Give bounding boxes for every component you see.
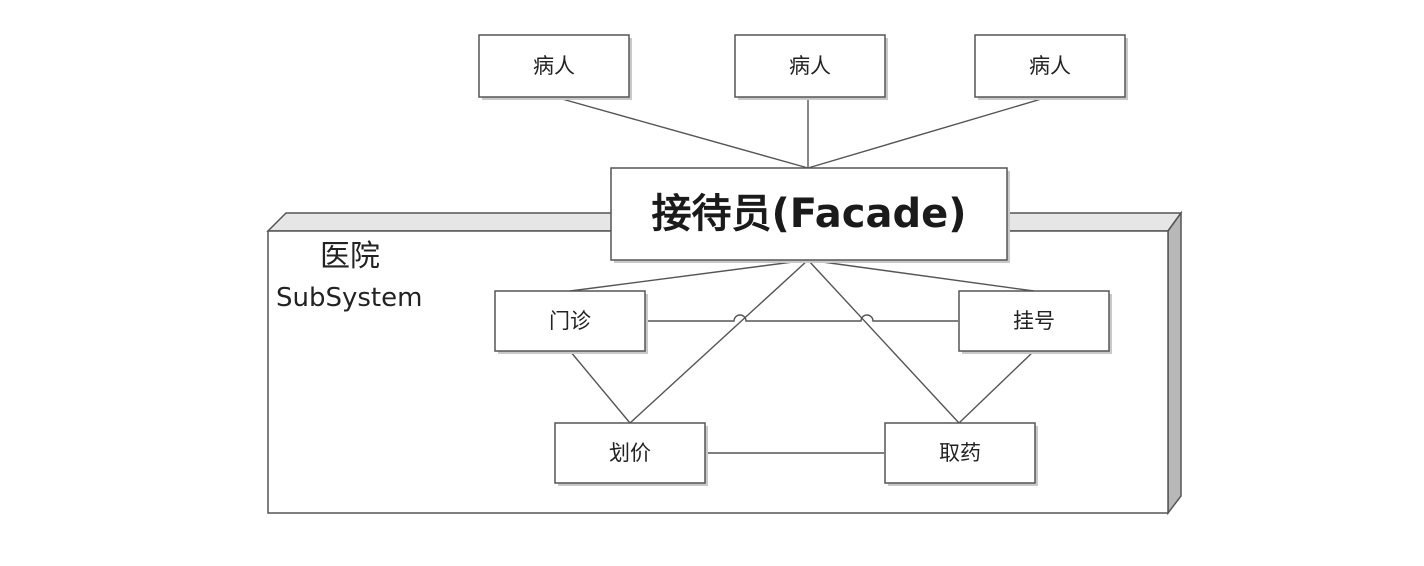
pricing-label: 划价	[609, 441, 651, 465]
registration-box: 挂号	[958, 290, 1112, 354]
pharmacy-label: 取药	[939, 441, 981, 465]
link-facade-pricing	[629, 259, 809, 424]
subsystem-name: 医院	[320, 239, 380, 274]
link-registration-pharmacy	[958, 350, 1035, 424]
outpatient-label: 门诊	[549, 309, 591, 333]
patient-label: 病人	[1029, 54, 1071, 78]
subsystem-links	[569, 259, 1035, 454]
link-outpatient-registration	[645, 314, 958, 322]
facade-box: 接待员(Facade)	[610, 167, 1010, 263]
patient-box-1: 病人	[478, 34, 632, 100]
patient-label: 病人	[789, 54, 831, 78]
link-facade-registration	[807, 259, 1035, 292]
link-patient-3-facade	[807, 96, 1049, 169]
registration-label: 挂号	[1013, 309, 1055, 333]
link-patient-1-facade	[554, 96, 809, 169]
link-facade-pharmacy	[807, 259, 960, 424]
patient-label: 病人	[533, 54, 575, 78]
patient-box-3: 病人	[974, 34, 1128, 100]
link-outpatient-pricing	[569, 350, 631, 424]
patient-links	[554, 96, 1049, 169]
subsystem-subtitle: SubSystem	[276, 283, 422, 313]
outpatient-box: 门诊	[494, 290, 648, 354]
pricing-box: 划价	[554, 422, 708, 486]
pharmacy-box: 取药	[884, 422, 1038, 486]
subsystem-node-side	[1167, 210, 1182, 516]
facade-label: 接待员(Facade)	[652, 191, 967, 237]
patient-box-2: 病人	[734, 34, 888, 100]
link-facade-outpatient	[569, 259, 809, 292]
